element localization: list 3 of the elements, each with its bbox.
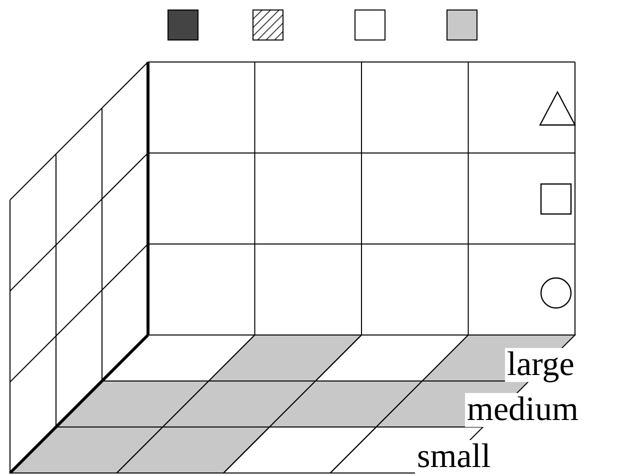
size-label: medium: [465, 393, 580, 427]
size-label: large: [505, 348, 576, 382]
size-label: small: [415, 440, 493, 474]
